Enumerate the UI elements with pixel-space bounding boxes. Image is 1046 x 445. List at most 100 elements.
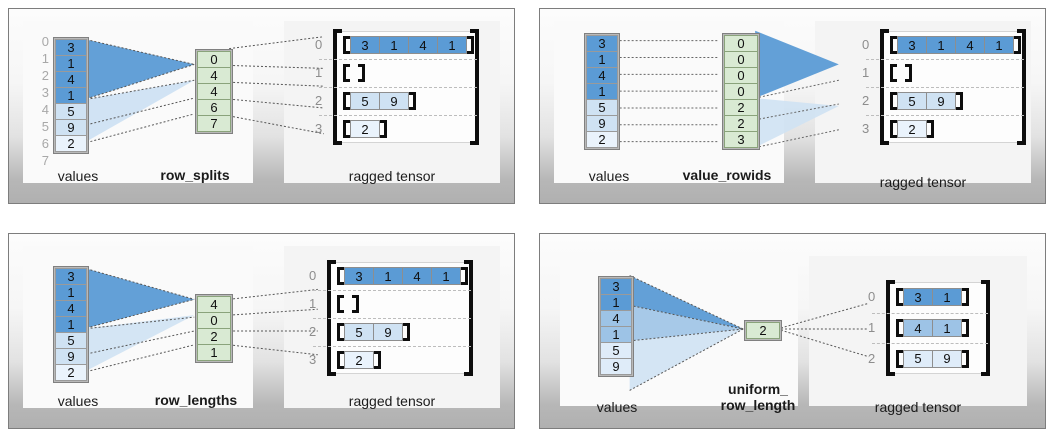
- value-cell: 9: [586, 115, 618, 132]
- row-separator: [319, 115, 477, 116]
- value-index-label: 5: [41, 119, 49, 134]
- value-cell: 1: [600, 294, 632, 311]
- row-bracket-left-icon: [337, 351, 344, 369]
- ragged-value-cell: 5: [897, 92, 927, 110]
- value-cell: 2: [55, 364, 87, 381]
- value-cell: 4: [55, 71, 87, 88]
- row-bracket-left-icon: [896, 349, 903, 368]
- value-cell: 1: [55, 55, 87, 72]
- row-bracket-right-icon: [352, 295, 359, 313]
- value-index-label: 6: [41, 136, 49, 151]
- value-cell: 2: [55, 135, 87, 152]
- encoding-cell: 4: [197, 296, 231, 313]
- ragged-row-index-label: 0: [868, 289, 876, 305]
- value-cell: 3: [55, 39, 87, 56]
- ragged-row-index-label: 3: [862, 121, 870, 136]
- value-index-label: 3: [41, 85, 49, 100]
- ragged-value-cell: 1: [932, 288, 962, 307]
- value-cell: 4: [600, 310, 632, 327]
- value-index-label: 0: [41, 34, 49, 49]
- value-cell: 3: [600, 278, 632, 295]
- row-separator: [866, 87, 1024, 88]
- row-separator: [313, 346, 471, 347]
- ragged-value-cell: 1: [379, 36, 409, 54]
- row-bracket-left-icon: [343, 92, 350, 110]
- row-bracket-right-icon: [409, 92, 416, 110]
- values-caption: values: [588, 168, 630, 184]
- ragged-row: 2: [890, 120, 934, 138]
- ragged-row: [337, 295, 359, 313]
- encoding-cell: 2: [724, 99, 758, 116]
- ragged-value-cell: 9: [926, 92, 956, 110]
- ragged-row-index-label: 1: [862, 65, 870, 80]
- encoding-cell: 0: [724, 35, 758, 52]
- row-bracket-left-icon: [337, 267, 344, 285]
- ragged-caption: ragged tensor: [874, 399, 962, 415]
- row-bracket-left-icon: [337, 323, 344, 341]
- ragged-row: [343, 64, 365, 82]
- value-cell: 9: [55, 119, 87, 136]
- value-cell: 3: [586, 35, 618, 52]
- encoding-caption: row_lengths: [154, 392, 238, 408]
- row-bracket-right-icon: [380, 120, 387, 138]
- ragged-value-cell: 1: [431, 267, 461, 285]
- ragged-value-cell: 5: [350, 92, 380, 110]
- outer-bracket-right-icon: [464, 260, 473, 376]
- value-cell: 2: [586, 131, 618, 148]
- values-caption: values: [596, 399, 638, 415]
- row-separator: [319, 87, 477, 88]
- row-bracket-left-icon: [343, 36, 350, 54]
- row-bracket-right-icon: [1014, 36, 1021, 54]
- value-cell: 5: [586, 99, 618, 116]
- ragged-row-index-label: 2: [315, 93, 323, 108]
- encoding-cell: 0: [197, 312, 231, 329]
- row-bracket-right-icon: [956, 92, 963, 110]
- ragged-row-index-label: 1: [315, 65, 323, 80]
- encoding-caption: value_rowids: [682, 167, 772, 183]
- row-separator: [313, 290, 471, 291]
- value-cell: 1: [55, 284, 87, 301]
- ragged-value-cell: 2: [344, 351, 374, 369]
- ragged-row-index-label: 1: [309, 296, 317, 311]
- ragged-row-index-label: 2: [862, 93, 870, 108]
- ragged-row: [890, 64, 912, 82]
- encoding-cell: 2: [746, 322, 780, 339]
- values-caption: values: [57, 168, 99, 184]
- row-bracket-right-icon: [905, 64, 912, 82]
- ragged-value-cell: 4: [903, 319, 933, 337]
- encoding-column: 2: [744, 320, 782, 341]
- value-cell: 1: [586, 51, 618, 68]
- encoding-cell: 7: [197, 115, 231, 132]
- row-bracket-left-icon: [343, 120, 350, 138]
- ragged-row-index-label: 3: [315, 121, 323, 136]
- ragged-value-cell: 1: [984, 36, 1014, 54]
- encoding-cell: 0: [724, 67, 758, 84]
- ragged-value-cell: 4: [955, 36, 985, 54]
- ragged-value-cell: 5: [344, 323, 374, 341]
- value-cell: 5: [600, 342, 632, 359]
- row-separator: [866, 59, 1024, 60]
- encoding-cell: 0: [724, 51, 758, 68]
- ragged-value-cell: 1: [926, 36, 956, 54]
- row-bracket-right-icon: [927, 120, 934, 138]
- row-bracket-left-icon: [337, 295, 344, 313]
- value-cell: 1: [600, 326, 632, 343]
- ragged-value-cell: 1: [373, 267, 403, 285]
- row-bracket-right-icon: [374, 351, 381, 369]
- ragged-value-cell: 2: [350, 120, 380, 138]
- value-cell: 5: [55, 332, 87, 349]
